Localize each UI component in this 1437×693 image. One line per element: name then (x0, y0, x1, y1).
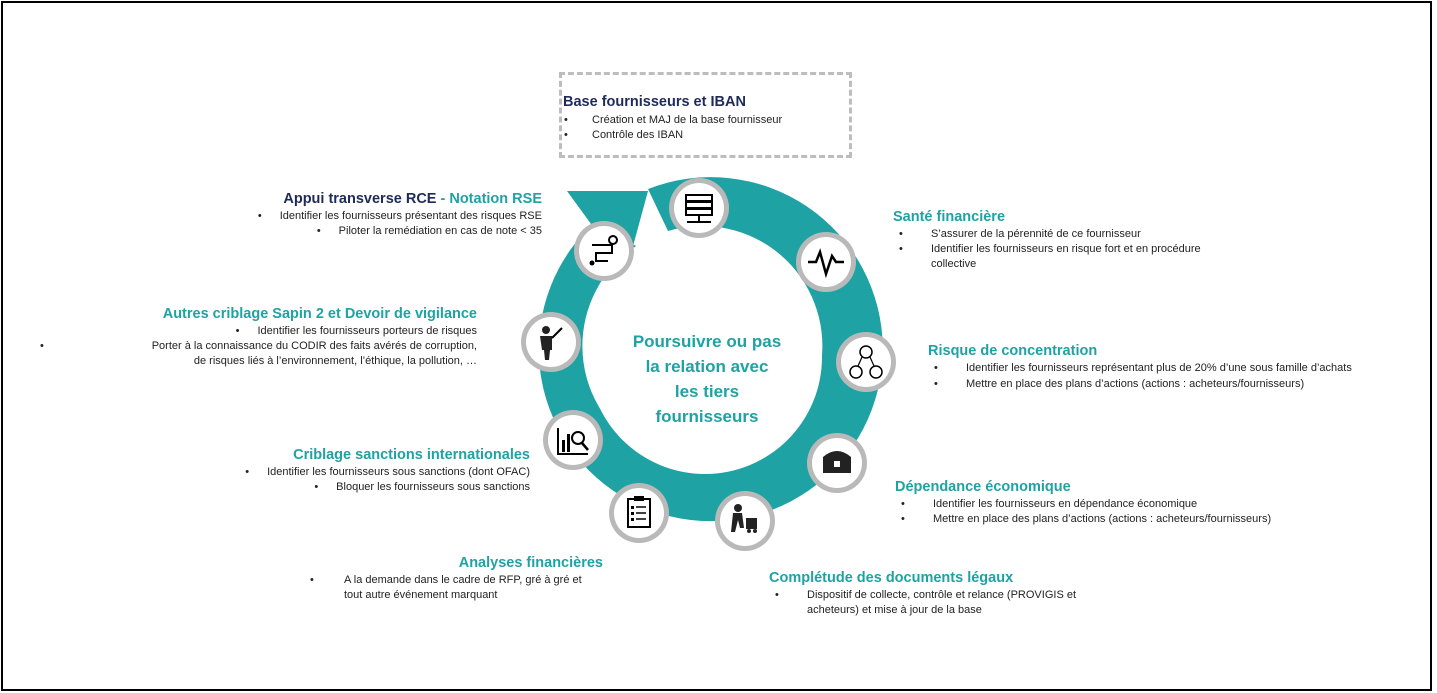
heartbeat-icon (796, 232, 856, 292)
checklist-icon (609, 483, 669, 543)
center-line-3: les tiers (674, 382, 740, 401)
criblage-sapin-title: Autres criblage Sapin 2 et Devoir de vig… (162, 306, 477, 322)
list-item: •Piloter la remédiation en cas de note <… (316, 225, 542, 237)
cycle-center-text: Poursuivre ou pas la relation avec les t… (598, 329, 816, 429)
center-line-1: Poursuivre ou pas (632, 332, 782, 351)
network-users-icon (836, 332, 896, 392)
list-item: •Identifier les fournisseurs en dépendan… (901, 498, 1198, 510)
center-line-2: la relation avec (645, 357, 769, 376)
dependance-economique-block: Dépendance économique •Identifier les fo… (895, 478, 1375, 527)
base-fournisseurs-title: Base fournisseurs et IBAN (563, 94, 746, 110)
completude-documents-title: Complétude des documents légaux (769, 570, 1014, 586)
list-item: •Identifier les fournisseurs sous sancti… (245, 466, 530, 478)
list-item: •Porter à la connaissance du CODIR des f… (40, 340, 477, 352)
list-item: •A la demande dans le cadre de RFP, gré … (310, 574, 582, 601)
base-fournisseurs-box: Base fournisseurs et IBAN •Création et M… (559, 72, 852, 158)
analyses-financieres-block: Analyses financières •A la demande dans … (310, 554, 603, 603)
server-icon (669, 178, 729, 238)
presenter-icon (521, 312, 581, 372)
chart-magnifier-icon (543, 410, 603, 470)
criblage-sanctions-block: Criblage sanctions internationales •Iden… (130, 446, 530, 495)
analyses-financieres-title: Analyses financières (458, 555, 603, 571)
sante-financiere-block: Santé financière •S’assurer de la pérenn… (893, 208, 1213, 272)
cycle-center (588, 240, 822, 474)
criblage-sapin-block: Autres criblage Sapin 2 et Devoir de vig… (30, 305, 477, 369)
criblage-sanctions-title: Criblage sanctions internationales (293, 447, 530, 463)
route-pin-icon (574, 221, 634, 281)
risque-concentration-title: Risque de concentration (928, 343, 1098, 359)
list-item: •Identifier les fournisseurs en risque f… (899, 243, 1201, 270)
list-item: •Création et MAJ de la base fournisseur (564, 114, 783, 126)
sante-financiere-title: Santé financière (893, 209, 1006, 225)
dependance-economique-title: Dépendance économique (895, 479, 1071, 495)
worker-cart-icon (715, 491, 775, 551)
appui-transverse-block: Appui transverse RCE - Notation RSE •Ide… (150, 190, 542, 239)
list-item: •Mettre en place des plans d’actions (ac… (934, 378, 1305, 390)
center-line-4: fournisseurs (655, 407, 759, 426)
list-item: •Bloquer les fournisseurs sous sanctions (314, 481, 530, 493)
risque-concentration-block: Risque de concentration •Identifier les … (928, 342, 1383, 392)
list-item: •Contrôle des IBAN (564, 129, 684, 141)
list-item: •Mettre en place des plans d’actions (ac… (901, 513, 1272, 525)
list-item: de risques liés à l’environnement, l’éth… (193, 355, 477, 367)
list-item: •Dispositif de collecte, contrôle et rel… (775, 589, 1077, 616)
list-item: •Identifier les fournisseurs représentan… (934, 362, 1352, 374)
completude-documents-block: Complétude des documents légaux •Disposi… (769, 569, 1093, 618)
appui-transverse-title: Appui transverse RCE - Notation RSE (283, 191, 542, 207)
list-item: •Identifier les fournisseurs présentant … (257, 210, 542, 222)
list-item: •S’assurer de la pérennité de ce fournis… (899, 228, 1141, 240)
list-item: •Identifier les fournisseurs porteurs de… (235, 325, 477, 337)
treasure-chest-icon (807, 433, 867, 493)
